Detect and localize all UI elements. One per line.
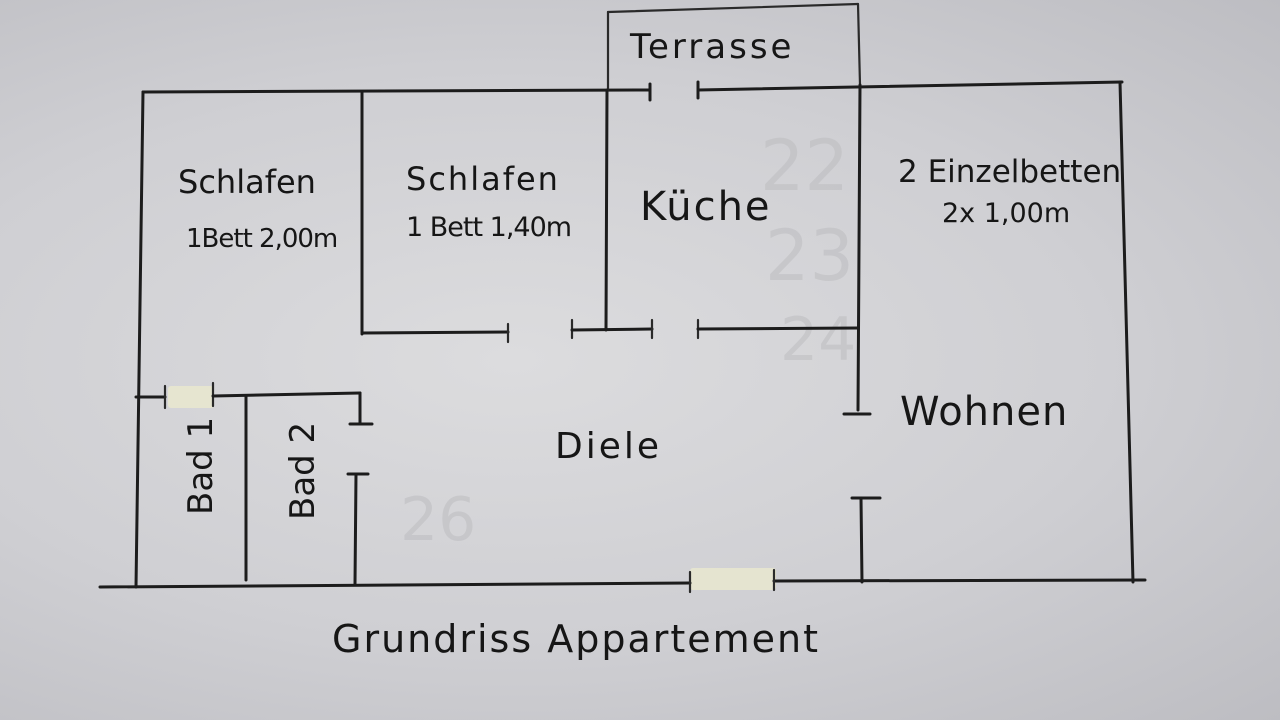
plan-caption: Grundriss Appartement <box>332 617 820 661</box>
outer-walls <box>98 80 1147 589</box>
label-bad-2: Bad 2 <box>283 422 323 520</box>
label-schlafen-2-bed: 1 Bett 1,40m <box>406 212 571 243</box>
label-kueche: Küche <box>640 184 772 230</box>
label-schlafen-2: Schlafen <box>406 160 560 198</box>
tape-strip-entrance <box>690 568 776 590</box>
svg-text:23: 23 <box>765 215 854 297</box>
label-schlafen-1: Schlafen <box>178 163 316 201</box>
svg-text:26: 26 <box>400 485 476 555</box>
label-bad-1: Bad 1 <box>181 417 221 515</box>
svg-text:22: 22 <box>760 125 849 207</box>
label-schlafen-1-bed: 1Bett 2,00m <box>186 224 337 254</box>
label-einzelbetten-size: 2x 1,00m <box>942 198 1070 229</box>
label-diele: Diele <box>555 426 662 467</box>
label-einzelbetten: 2 Einzelbetten <box>898 154 1121 190</box>
interior-walls <box>134 83 882 594</box>
terrasse-walls <box>606 2 862 92</box>
label-terrasse: Terrasse <box>629 27 794 67</box>
show-through-marks: 22 23 24 26 <box>400 125 856 555</box>
svg-text:24: 24 <box>780 305 856 375</box>
tape-strip-bath <box>168 386 214 408</box>
terrace-door <box>648 80 700 102</box>
label-wohnen: Wohnen <box>900 389 1068 435</box>
